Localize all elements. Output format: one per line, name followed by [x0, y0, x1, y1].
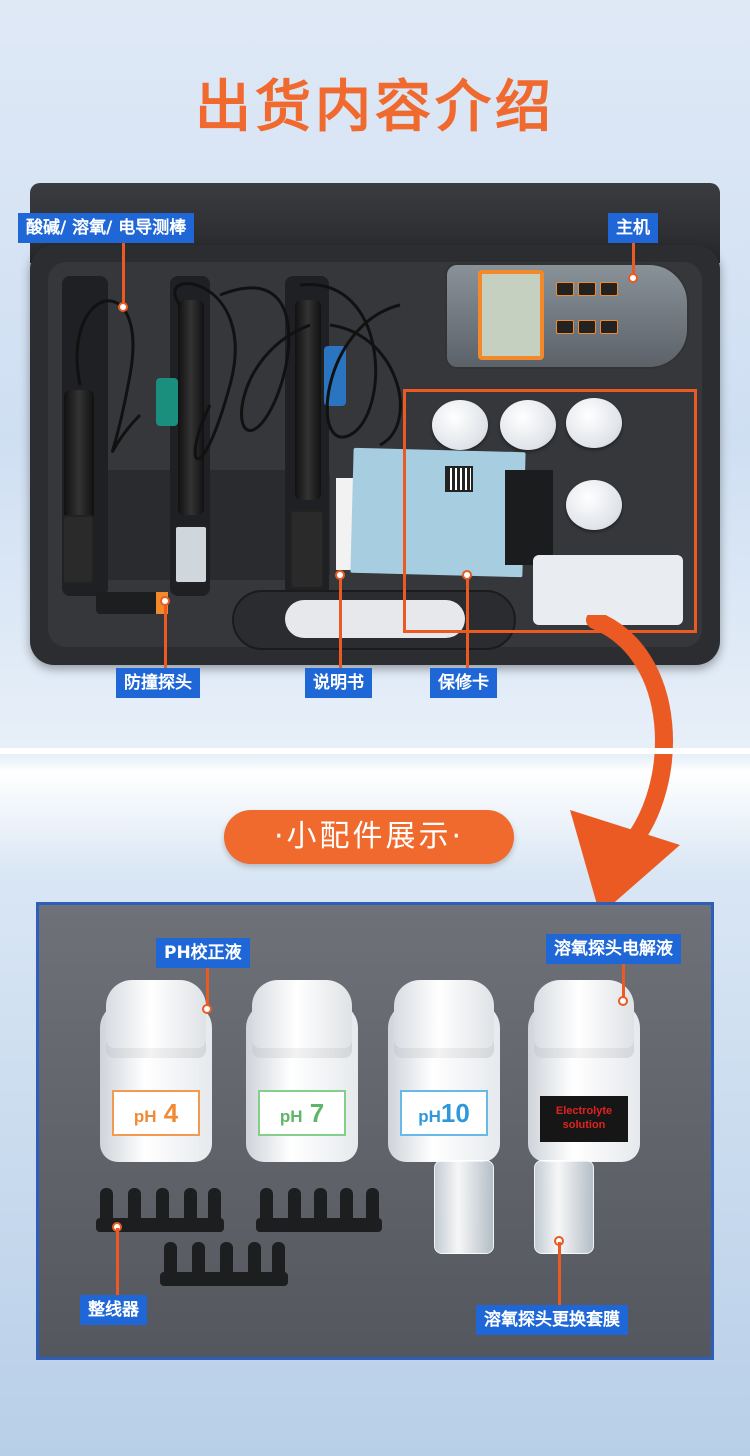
bottle-cap [534, 980, 634, 1058]
leader-dot [618, 996, 628, 1006]
leader-dot [202, 1004, 212, 1014]
membrane-cap [434, 1160, 494, 1254]
label-bumper-probe: 防撞探头 [116, 668, 200, 698]
do-probe-connector [156, 378, 178, 426]
accessories-highlight [403, 389, 697, 633]
label-manual: 说明书 [305, 668, 372, 698]
electrolyte-label: Electrolyte solution [540, 1096, 628, 1142]
ph-probe [64, 390, 94, 520]
leader-line [622, 964, 625, 1000]
ph4-label: pH 4 [112, 1090, 200, 1136]
cable-organizer [96, 1186, 224, 1232]
meter-button [578, 320, 596, 334]
ph-probe-tip [62, 515, 94, 584]
bottle-cap [252, 980, 352, 1058]
accessory-bag [533, 555, 683, 625]
leader-line [206, 968, 209, 1008]
leader-line [116, 1228, 119, 1296]
bottle-cap [566, 398, 622, 448]
meter-button [556, 282, 574, 296]
do-probe-tip [174, 525, 208, 584]
leader-line [122, 243, 125, 307]
leader-dot [160, 596, 170, 606]
label-warranty-card: 保修卡 [430, 668, 497, 698]
leader-line [466, 574, 469, 668]
bottle-cap [394, 980, 494, 1058]
leader-dot [118, 302, 128, 312]
cable-organizer [256, 1186, 382, 1232]
label-probes: 酸碱/ 溶氧/ 电导测棒 [18, 213, 195, 243]
leader-line [339, 574, 342, 668]
page-title: 出货内容介绍 [195, 75, 555, 140]
conductivity-probe-tip [290, 510, 324, 589]
label-ph-calibration: PH校正液 [156, 938, 250, 968]
ph10-label: pH10 [400, 1090, 488, 1136]
leader-dot [462, 570, 472, 580]
leader-line [164, 600, 167, 668]
label-electrolyte: 溶氧探头电解液 [546, 934, 681, 964]
meter-button [600, 282, 618, 296]
bottle-cap [432, 400, 488, 450]
cable-organizer [160, 1240, 288, 1286]
bottle-cap [106, 980, 206, 1058]
label-host: 主机 [608, 213, 658, 243]
section-divider [0, 748, 750, 754]
ph7-label: pH 7 [258, 1090, 346, 1136]
bottle-cap [566, 480, 622, 530]
leader-line [558, 1242, 561, 1306]
meter-button [578, 282, 596, 296]
label-membrane: 溶氧探头更换套膜 [476, 1305, 628, 1335]
do-probe [178, 300, 204, 515]
leader-line [632, 243, 635, 278]
curved-arrow-icon [570, 615, 680, 915]
bumper-probe [96, 592, 166, 614]
bottle-cap [500, 400, 556, 450]
label-cable-organizer: 整线器 [80, 1295, 147, 1325]
warranty-card-box [505, 470, 553, 565]
probe-cables [75, 282, 402, 461]
qr-code [445, 466, 473, 492]
meter-button [600, 320, 618, 334]
conductivity-probe [295, 300, 321, 500]
meter-button [556, 320, 574, 334]
membrane-cap [534, 1160, 594, 1254]
leader-dot [628, 273, 638, 283]
accessories-title: ·小配件展示· [224, 810, 514, 864]
meter-screen [478, 270, 544, 360]
leader-dot [335, 570, 345, 580]
